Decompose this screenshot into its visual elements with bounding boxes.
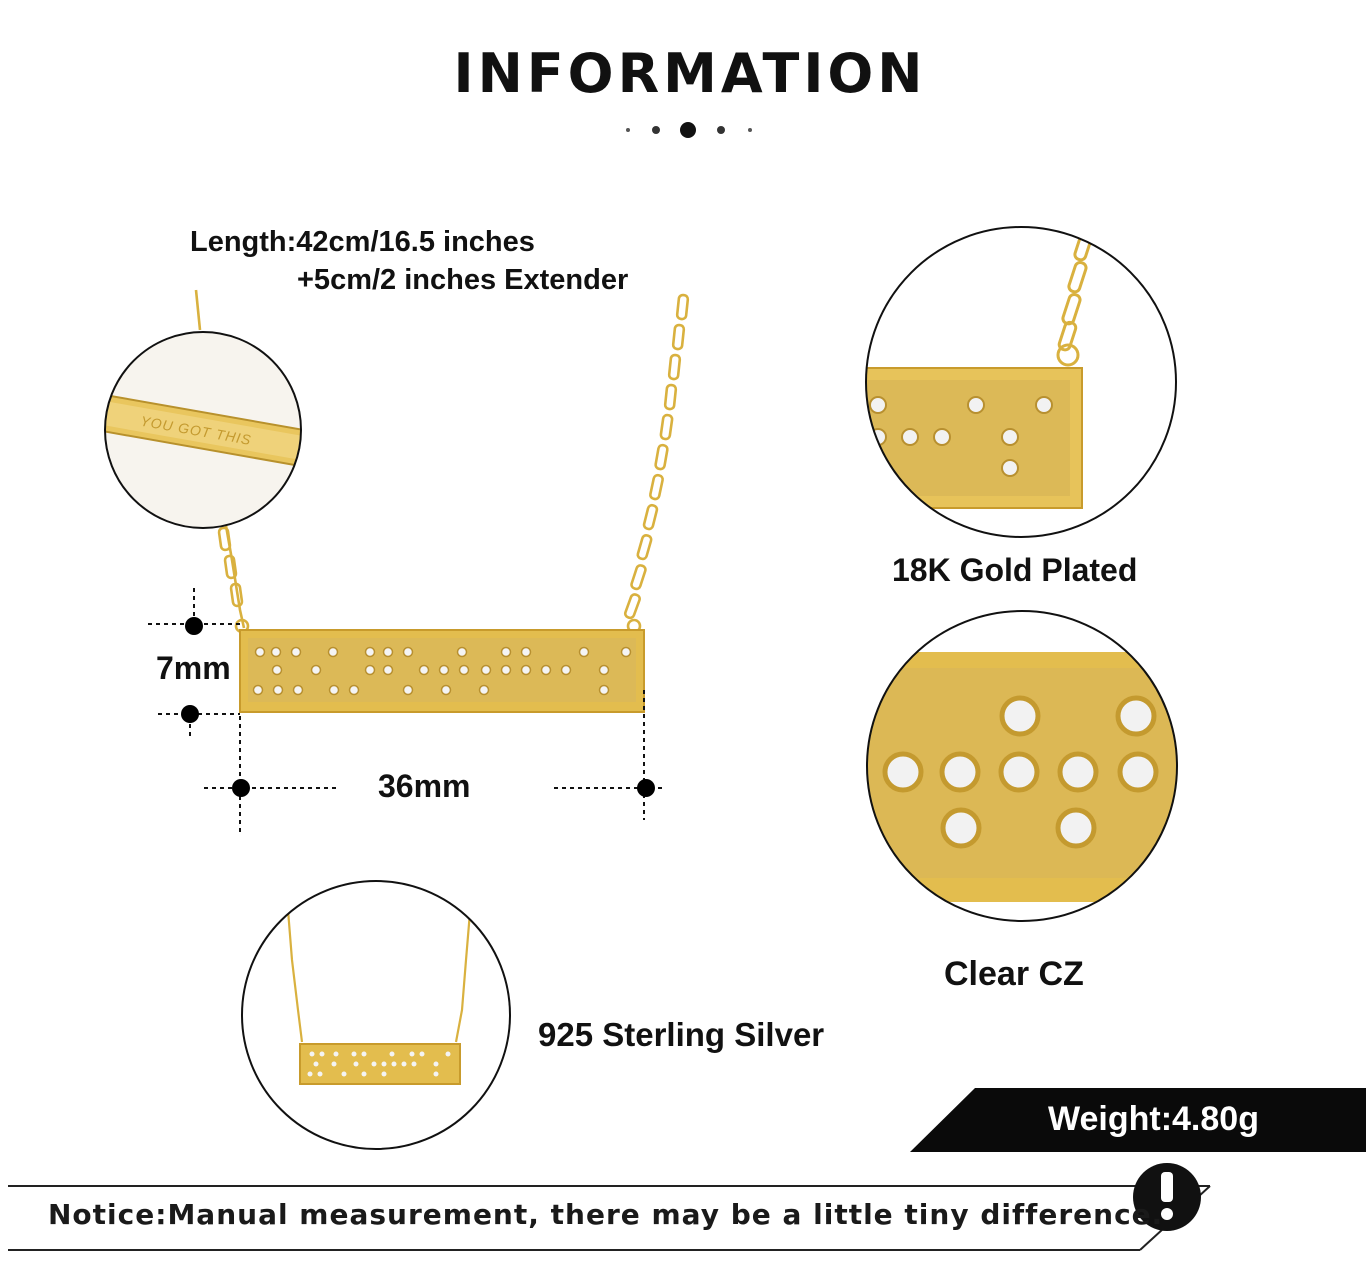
sterling-silver-label: 925 Sterling Silver [538,1016,825,1053]
sterling-silver-circle [241,880,511,1150]
weight-banner [910,1088,1366,1152]
clear-cz-zoom-circle [866,610,1178,922]
length-label: Length:42cm/16.5 inches [190,226,535,258]
clear-cz-label: Clear CZ [944,955,1084,993]
height-dimension-label: 7mm [156,650,231,686]
dimension-markers [181,617,655,797]
bar-pendant [239,629,645,713]
gold-plated-label: 18K Gold Plated [892,552,1138,588]
gold-plated-zoom-circle [865,226,1177,538]
right-chain [234,293,690,634]
weight-label: Weight:4.80g [1048,1100,1259,1138]
engraving-zoom-circle: YOU GOT THIS [104,331,302,529]
extender-label: +5cm/2 inches Extender [297,264,629,296]
width-dimension-label: 36mm [378,768,471,804]
page-title: INFORMATION [453,42,927,105]
left-chain [194,289,246,629]
exclamation-icon [1133,1163,1201,1231]
notice-text: Notice:Manual measurement, there may be … [48,1198,1164,1231]
title-ornament-dots [626,122,752,138]
